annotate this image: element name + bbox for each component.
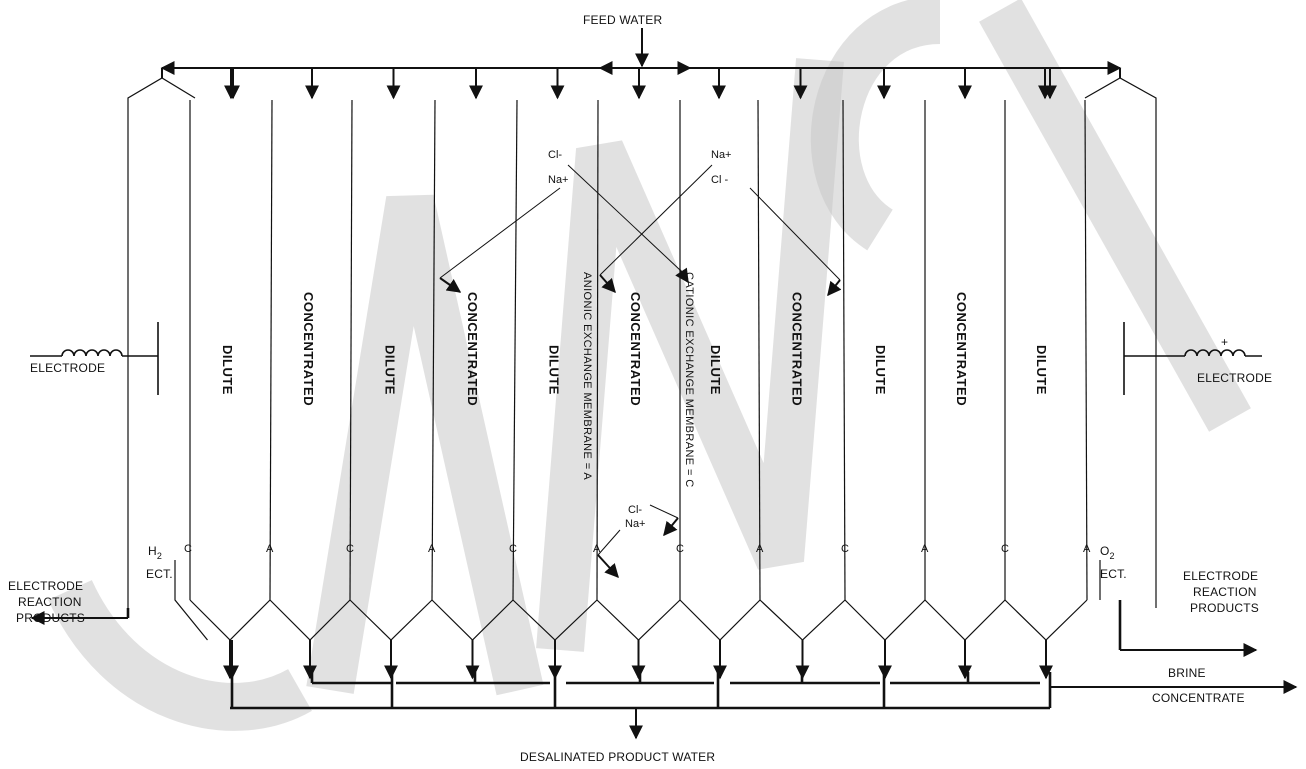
flow-arrows <box>30 28 1298 740</box>
feed-water-label: FEED WATER <box>583 13 662 27</box>
cationic-membrane-label: CATIONIC EXCHANGE MEMBRANE = C <box>683 272 695 488</box>
right-products-line2: REACTION <box>1193 585 1257 599</box>
membrane-line <box>431 99 436 601</box>
right-products-line1: ELECTRODE <box>1183 569 1258 583</box>
ion-cl-upper-left: Cl- <box>548 149 562 161</box>
electrode-coils <box>30 322 1262 395</box>
h2-label: H2 <box>148 544 162 561</box>
membrane-letter: A <box>756 543 764 555</box>
compartment-outlet <box>679 599 761 641</box>
brine-label: BRINE <box>1168 666 1206 680</box>
membrane-line <box>512 99 518 601</box>
membrane-letter: A <box>921 543 929 555</box>
compartment-outlet <box>844 599 926 641</box>
membrane-letter: A <box>1083 543 1091 555</box>
compartment-label: CONCENTRATED <box>954 292 969 406</box>
membrane-line <box>269 99 273 601</box>
compartment-outlet <box>1004 599 1088 641</box>
compartment-label: DILUTE <box>873 345 888 395</box>
compartment-label: DILUTE <box>383 345 398 395</box>
membrane-line <box>349 99 353 601</box>
compartment-label: CONCENTRATED <box>465 292 480 406</box>
membrane-letter: C <box>184 543 192 555</box>
ion-arrow <box>439 277 462 293</box>
right-coil <box>1184 349 1246 357</box>
compartment-label: CONCENTRATED <box>301 292 316 406</box>
compartment-label: DILUTE <box>708 345 723 395</box>
membrane-letter: C <box>841 543 849 555</box>
right-electrode-chamber <box>1084 77 1157 608</box>
membrane-letter: C <box>1001 543 1009 555</box>
ion-path-cl <box>567 164 681 271</box>
membrane-line <box>1084 99 1088 601</box>
membrane-line <box>757 99 761 601</box>
compartment-label: CONCENTRATED <box>628 292 643 406</box>
compartment-label: DILUTE <box>1034 345 1049 395</box>
ion-arrow <box>663 517 679 537</box>
compartment-outlet <box>924 599 1006 641</box>
membrane-line <box>842 99 846 601</box>
membrane-letter: C <box>346 543 354 555</box>
ion-cl-upper-right: Cl - <box>711 174 728 186</box>
compartment-label: CONCENTRATED <box>790 292 805 406</box>
membrane-letter: C <box>509 543 517 555</box>
ion-path-na <box>439 187 561 279</box>
left-products-line1: ELECTRODE <box>8 579 83 593</box>
concentrate-label: CONCENTRATE <box>1152 691 1245 705</box>
ion-na-lower: Na+ <box>625 518 646 530</box>
ion-arrow <box>599 274 616 294</box>
membrane-letter: A <box>266 543 274 555</box>
left-ect-label: ECT. <box>146 567 173 581</box>
right-electrode-label: ELECTRODE <box>1197 371 1272 385</box>
left-products-line2: REACTION <box>18 595 82 609</box>
left-electrode-chamber <box>127 77 196 608</box>
desalinated-label: DESALINATED PRODUCT WATER <box>520 750 715 764</box>
cancelled-watermark <box>48 0 1251 731</box>
compartment-label: DILUTE <box>220 345 235 395</box>
compartment-label: DILUTE <box>547 345 562 395</box>
anionic-membrane-label: ANIONIC EXCHANGE MEMBRANE = A <box>581 272 593 480</box>
membrane-letter: A <box>428 543 436 555</box>
ion-arrow <box>675 267 689 284</box>
right-ect-label: ECT. <box>1100 567 1127 581</box>
ion-arrow <box>827 279 842 297</box>
o2-label: O2 <box>1100 544 1115 561</box>
compartment-outlet <box>596 599 681 641</box>
ion-cl-lower: Cl- <box>628 504 642 516</box>
left-coil <box>61 349 123 357</box>
membrane-letter: C <box>676 543 684 555</box>
ion-path-cl2 <box>749 187 841 281</box>
compartment-labels: DILUTE CONCENTRATED DILUTE CONCENTRATED DILU… <box>220 292 1049 406</box>
ion-path-na2 <box>599 164 713 276</box>
ion-na-upper-right: Na+ <box>711 149 732 161</box>
membrane-line <box>596 99 599 601</box>
compartment-outlet <box>759 599 846 641</box>
right-products-line3: PRODUCTS <box>1190 601 1259 615</box>
ion-path-na3 <box>597 529 621 556</box>
membrane-letter: A <box>593 543 601 555</box>
left-products-line3: PRODUCTS <box>16 611 85 625</box>
plus-sign: + <box>1221 335 1228 349</box>
left-electrode-label: ELECTRODE <box>30 361 105 375</box>
outlet-edge-left <box>174 560 208 641</box>
ion-migration-lines <box>439 164 841 556</box>
ion-path-cl3 <box>649 504 679 519</box>
ion-arrow <box>597 554 619 579</box>
ion-na-upper-left: Na+ <box>548 174 569 186</box>
